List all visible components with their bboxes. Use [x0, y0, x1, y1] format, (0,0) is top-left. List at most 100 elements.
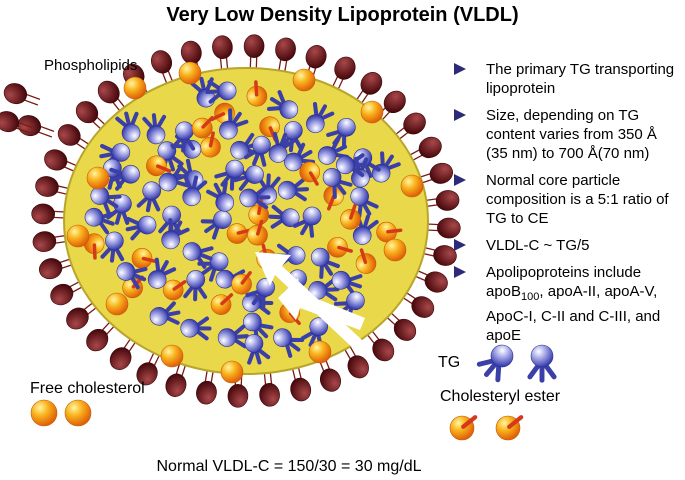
tg-molecule — [206, 180, 235, 212]
tg-molecule — [217, 324, 249, 349]
phospholipid-head — [17, 115, 42, 137]
tg-molecule — [214, 159, 244, 191]
phospholipid-head — [435, 190, 460, 211]
cholesteryl-ester-molecule — [246, 80, 268, 107]
tg-sphere — [121, 164, 140, 184]
phospholipid — [419, 245, 457, 266]
phospholipid-head — [136, 362, 158, 386]
bullet-item: Size, depending on TG content varies fro… — [452, 106, 682, 163]
phospholipid — [17, 115, 55, 138]
tg-sphere — [219, 120, 238, 140]
phospholipid-layer — [31, 34, 461, 408]
cholesteryl-ester-molecule — [376, 221, 403, 243]
tg-molecule — [326, 117, 356, 149]
bullet-item: The primary TG transporting lipoprotein — [452, 60, 682, 98]
tg-molecule — [371, 151, 401, 183]
tg-molecule — [182, 242, 214, 269]
tg-sphere — [284, 121, 303, 140]
white-arrow-2 — [278, 278, 365, 330]
phospholipid-head — [290, 377, 312, 402]
phospholipid-head — [44, 149, 68, 171]
phospholipid-head — [97, 80, 120, 104]
bullet-arrow-icon — [454, 109, 466, 121]
tg-molecule — [230, 133, 262, 160]
tg-sphere — [273, 328, 292, 347]
phospholipid-head — [66, 307, 89, 330]
ester-tail — [220, 293, 234, 306]
tg-molecule — [244, 334, 271, 365]
phospholipid-head — [150, 50, 173, 74]
tg-sphere — [310, 247, 330, 267]
tg-sphere — [186, 270, 206, 289]
phospholipid-head — [35, 176, 59, 197]
tg-molecule — [183, 270, 208, 302]
tg-sphere — [283, 152, 303, 172]
ester-tail — [172, 280, 187, 291]
free-cholesterol-sphere — [308, 340, 332, 364]
tg-molecule — [157, 141, 184, 172]
tg-molecule — [310, 247, 340, 279]
phospholipid — [212, 35, 233, 73]
phospholipid-head — [75, 101, 99, 124]
tg-sphere — [90, 186, 110, 205]
ester-tail — [461, 415, 478, 429]
tg-sphere — [213, 210, 232, 229]
tg-sphere — [116, 262, 136, 281]
tg-molecule — [99, 143, 131, 168]
tg-molecule — [292, 206, 322, 238]
tg-molecule — [527, 344, 557, 383]
free-cholesterol-sphere — [178, 61, 202, 85]
tg-sphere — [111, 143, 131, 162]
free-cholesterol-sphere — [360, 100, 384, 124]
phospholipid-head — [424, 271, 448, 293]
free-cholesterol-sphere — [123, 76, 147, 100]
tg-sphere — [158, 172, 178, 192]
tg-molecule — [273, 328, 305, 358]
tg-sphere — [302, 206, 322, 226]
cholesteryl-ester-label: Cholesteryl ester — [440, 388, 561, 405]
tg-sphere — [317, 146, 337, 165]
ester-tail — [201, 116, 214, 129]
tg-molecule — [205, 79, 237, 104]
tg-molecule — [142, 113, 167, 145]
ester-tail — [386, 228, 403, 234]
tg-molecule — [352, 214, 379, 245]
phospholipid-head — [57, 124, 81, 146]
phospholipid — [275, 37, 296, 75]
tg-sphere — [245, 165, 264, 184]
phospholipid-head — [109, 347, 132, 371]
phospholipid-head — [347, 355, 369, 379]
phospholipid-head — [433, 245, 457, 266]
tg-molecule — [109, 164, 140, 191]
page-title: Very Low Density Lipoprotein (VLDL) — [166, 4, 519, 26]
cholesteryl-ester-molecule — [210, 293, 234, 315]
phospholipid-head — [360, 71, 383, 95]
cholesteryl-ester-molecule — [299, 161, 321, 186]
phospholipid — [109, 335, 138, 371]
tg-sphere — [217, 328, 237, 347]
tg-sphere — [215, 193, 235, 212]
tg-sphere — [161, 230, 180, 250]
tg-molecule — [115, 111, 141, 143]
tg-sphere — [217, 81, 237, 101]
free-cholesterol-sphere — [64, 399, 92, 427]
tg-molecule — [277, 177, 310, 202]
cholesteryl-ester-molecule — [226, 223, 253, 244]
cholesteryl-ester-molecule — [449, 415, 478, 441]
ester-tail — [327, 195, 336, 211]
tg-molecule — [476, 344, 514, 383]
tg-sphere — [252, 135, 271, 155]
tg-sphere — [182, 187, 201, 207]
phospholipids-label: Phospholipids — [44, 57, 138, 74]
free-cholesterol-sphere — [400, 174, 424, 198]
phospholipid — [31, 203, 69, 225]
ester-tail — [208, 131, 215, 148]
free-cholesterol-sphere — [66, 224, 90, 248]
free-cholesterol-sphere — [105, 292, 129, 316]
phospholipid-head — [243, 34, 265, 58]
ester-tail — [507, 415, 524, 429]
tg-sphere — [146, 125, 166, 145]
tg-sphere — [182, 242, 202, 261]
tg-sphere — [279, 100, 299, 119]
